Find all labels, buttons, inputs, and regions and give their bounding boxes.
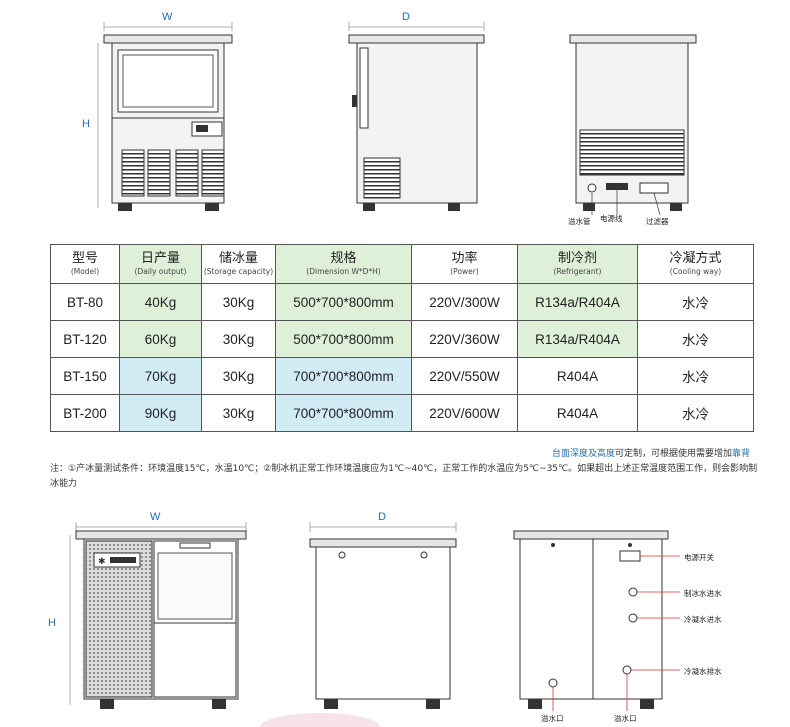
callout-overflow-outlet-2: 溢水口	[614, 714, 637, 723]
ice-splash-decoration	[260, 713, 380, 727]
cell-model: BT-120	[50, 320, 120, 358]
table-row: BT-150 70Kg 30Kg 700*700*800mm 220V/550W…	[50, 357, 754, 395]
table-row: BT-200 90Kg 30Kg 700*700*800mm 220V/600W…	[50, 394, 754, 432]
cell-output: 40Kg	[119, 283, 202, 321]
bottom-back-view	[513, 530, 680, 711]
header-cooling-way: 冷凝方式(Cooling way)	[637, 244, 754, 284]
custom-note-part3: 靠背	[731, 449, 750, 459]
callout-overflow-outlet: 溢水口	[541, 714, 564, 723]
header-dimension: 规格(Dimension W*D*H)	[275, 244, 412, 284]
header-model: 型号(Model)	[50, 244, 120, 284]
cell-storage: 30Kg	[201, 320, 276, 358]
cell-storage: 30Kg	[201, 283, 276, 321]
cell-dimension: 500*700*800mm	[275, 320, 412, 358]
customization-note: 台面深度及高度可定制，可根据使用需要增加靠背	[552, 446, 750, 459]
table-row: BT-80 40Kg 30Kg 500*700*800mm 220V/300W …	[50, 283, 754, 321]
callout-power-cord: 电源线	[600, 214, 623, 223]
header-refrigerant: 制冷剂(Refrigerant)	[517, 244, 638, 284]
svg-text:✱: ✱	[98, 557, 106, 567]
cell-refrigerant: R404A	[517, 357, 638, 395]
callout-condenser-water-inlet: 冷凝水进水	[684, 615, 722, 624]
cell-cooling: 水冷	[637, 394, 754, 432]
back-view-machine	[569, 34, 697, 216]
table-row: BT-120 60Kg 30Kg 500*700*800mm 220V/360W…	[50, 320, 754, 358]
custom-note-part2: 可定制，可根据使用需要增加	[614, 449, 732, 459]
cell-model: BT-200	[50, 394, 120, 432]
cell-model: BT-150	[50, 357, 120, 395]
front-view-machine	[97, 22, 233, 211]
cell-output: 60Kg	[119, 320, 202, 358]
height-dimension-label: H	[82, 118, 90, 130]
cell-dimension: 700*700*800mm	[275, 357, 412, 395]
bottom-height-label: H	[48, 617, 56, 629]
callout-overflow-pipe: 溢水管	[568, 217, 591, 226]
cell-dimension: 700*700*800mm	[275, 394, 412, 432]
bottom-drawings: ✱	[69, 522, 680, 727]
cell-output: 70Kg	[119, 357, 202, 395]
cell-model: BT-80	[50, 283, 120, 321]
cell-cooling: 水冷	[637, 357, 754, 395]
cell-cooling: 水冷	[637, 283, 754, 321]
callout-filter: 过滤器	[646, 217, 669, 226]
header-storage: 储冰量(Storage capacity)	[201, 244, 276, 284]
width-dimension-label: W	[162, 11, 173, 23]
cell-dimension: 500*700*800mm	[275, 283, 412, 321]
cell-refrigerant: R404A	[517, 394, 638, 432]
spec-table: 型号(Model) 日产量(Daily output) 储冰量(Storage …	[50, 244, 754, 432]
side-view-machine	[348, 22, 485, 211]
bottom-depth-label: D	[378, 511, 386, 523]
cell-refrigerant: R134a/R404A	[517, 283, 638, 321]
custom-note-part1: 台面深度及高度	[551, 449, 615, 459]
cell-power: 220V/300W	[411, 283, 518, 321]
bottom-front-view: ✱	[69, 522, 247, 709]
callout-power-switch: 电源开关	[684, 553, 714, 562]
callout-ice-water-inlet: 制冰水进水	[684, 589, 722, 598]
footnote: 注：①产冰量测试条件：环境温度15℃，水温10℃；②制冰机正常工作环境温度应为1…	[50, 464, 758, 489]
table-header-row: 型号(Model) 日产量(Daily output) 储冰量(Storage …	[50, 244, 754, 284]
callout-condenser-water-drain: 冷凝水排水	[684, 667, 722, 676]
cell-refrigerant: R134a/R404A	[517, 320, 638, 358]
cell-power: 220V/600W	[411, 394, 518, 432]
cell-output: 90Kg	[119, 394, 202, 432]
cell-cooling: 水冷	[637, 320, 754, 358]
top-drawings	[97, 22, 697, 216]
cell-storage: 30Kg	[201, 357, 276, 395]
cell-power: 220V/360W	[411, 320, 518, 358]
cell-storage: 30Kg	[201, 394, 276, 432]
header-daily-output: 日产量(Daily output)	[119, 244, 202, 284]
cell-power: 220V/550W	[411, 357, 518, 395]
depth-dimension-label: D	[402, 11, 410, 23]
header-power: 功率(Power)	[411, 244, 518, 284]
bottom-side-view	[309, 522, 457, 709]
bottom-width-label: W	[150, 511, 161, 523]
